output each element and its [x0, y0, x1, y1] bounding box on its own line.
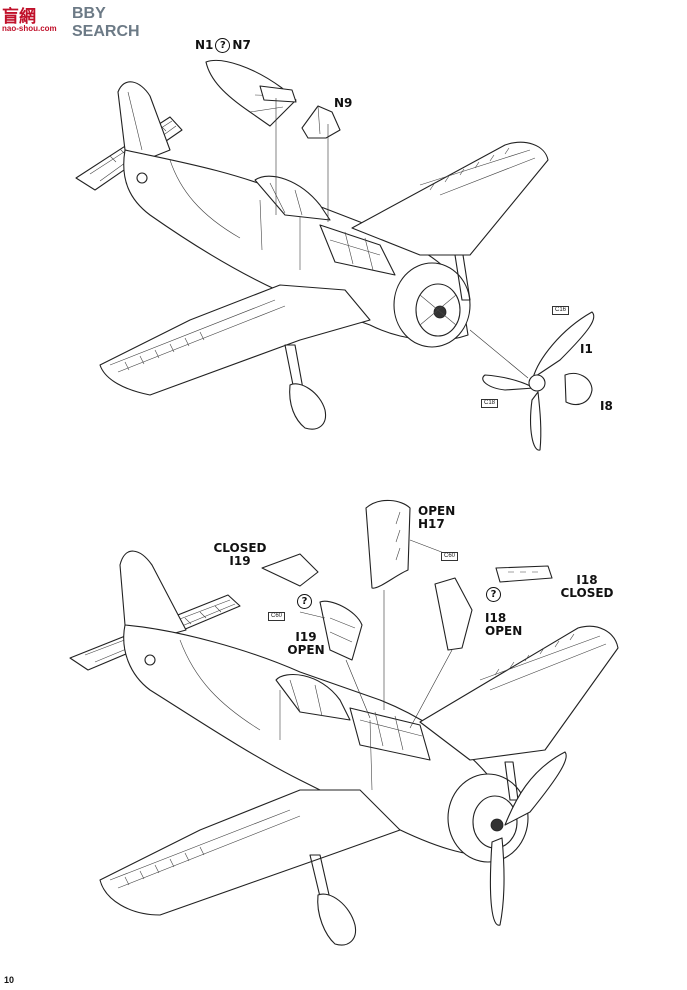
callout-h17-open: OPEN H17 — [418, 505, 455, 531]
watermark-site-text: nao-shou.com — [2, 24, 57, 33]
callout-i18-closed-state: CLOSED — [560, 586, 614, 600]
callout-i19-closed-part: I19 — [229, 554, 251, 568]
callout-i19-open: I19 OPEN — [286, 631, 326, 657]
page-number: 10 — [4, 975, 15, 985]
callout-n1: N1 — [195, 38, 214, 52]
callout-i19-closed-state: CLOSED — [213, 541, 267, 555]
bottom-exploded-parts — [261, 499, 553, 729]
callout-i18-closed-part: I18 — [576, 573, 598, 587]
bottom-aircraft-drawing — [69, 550, 619, 946]
colour-code-c16: C16 — [552, 306, 570, 315]
callout-i19-open-part: I19 — [295, 630, 317, 644]
callout-i8: I8 — [600, 399, 613, 413]
callout-i18-closed: I18 CLOSED — [560, 574, 614, 600]
callout-i19-closed: CLOSED I19 — [212, 542, 268, 568]
callout-n9: N9 — [334, 96, 353, 110]
callout-h17-open-state: OPEN — [418, 504, 456, 518]
callout-n7: N7 — [232, 38, 251, 52]
callout-i18-open-part: I18 — [485, 611, 507, 625]
watermark-brand-text: BBY SEARCH — [72, 5, 140, 40]
optional-part-question-icon-left: ? — [297, 594, 312, 609]
watermark-logo: 盲網 BBY SEARCH nao-shou.com — [2, 2, 172, 40]
callout-i19-open-state: OPEN — [287, 643, 325, 657]
callout-i18-open: I18 OPEN — [485, 612, 522, 638]
callout-h17-open-part: H17 — [418, 517, 445, 531]
watermark-logo-text: 盲網 — [2, 7, 36, 27]
top-aircraft-drawing — [75, 81, 549, 430]
colour-code-c60-right: C60 — [441, 552, 459, 561]
callout-i1: I1 — [580, 342, 593, 356]
callout-n1-n7: N1?N7 — [195, 38, 251, 53]
colour-code-c18: C18 — [481, 399, 499, 408]
top-exploded-parts — [205, 59, 595, 451]
optional-part-question-icon-right: ? — [486, 587, 501, 602]
callout-i18-open-state: OPEN — [485, 624, 523, 638]
optional-part-question-icon: ? — [215, 38, 231, 53]
colour-code-c60-left: C60 — [268, 612, 286, 621]
